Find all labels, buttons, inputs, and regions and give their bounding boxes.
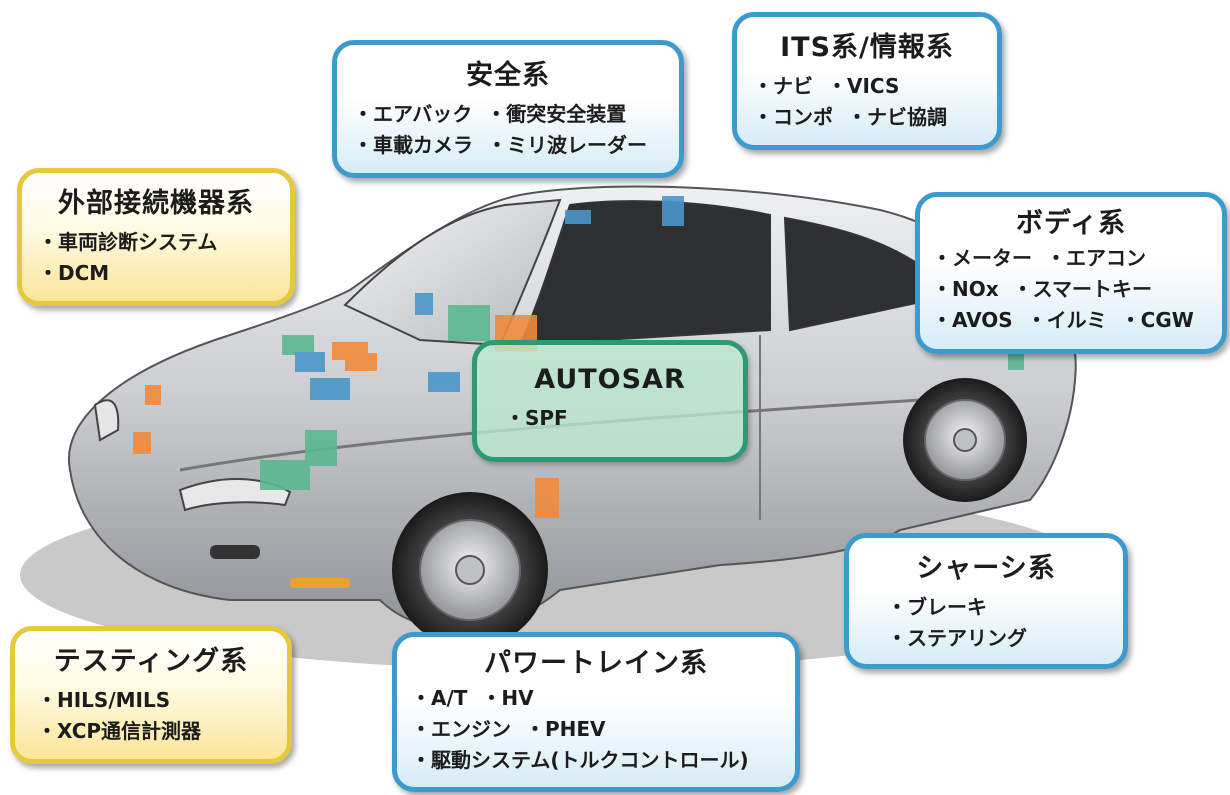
category-items: ・HILS/MILS ・XCP通信計測器	[15, 685, 287, 747]
autosar-line: ・SPF	[505, 403, 743, 434]
category-items: ・ナビ・VICS ・コンポ・ナビ協調	[737, 71, 997, 133]
car-fog-light	[210, 545, 260, 559]
category-title: テスティング系	[53, 646, 249, 677]
autosar-item: ・SPF	[505, 406, 568, 430]
car-front-window	[518, 200, 771, 347]
category-item-line: ・コンポ・ナビ協調	[753, 102, 997, 133]
category-items: ・メーター・エアコン ・NOx ・スマートキー ・AVOS ・イルミ・CGW	[920, 243, 1222, 336]
category-item-line: ・DCM	[38, 258, 290, 289]
category-item: ・XCP通信計測器	[37, 719, 202, 743]
category-box-autosar: AUTOSAR ・SPF	[472, 340, 748, 462]
category-title: 外部接続機器系	[58, 188, 254, 219]
category-item: ・A/T	[411, 686, 468, 710]
category-item: ・HV	[481, 686, 534, 710]
ecu-module	[415, 293, 433, 315]
car-front-light	[93, 399, 120, 442]
category-item: ・ナビ協調	[847, 105, 947, 129]
category-item: ・CGW	[1120, 308, 1194, 332]
category-item-line: ・車両診断システム	[38, 227, 290, 258]
category-item: ・ナビ	[753, 74, 813, 98]
category-item-line: ・駆動システム(トルクコントロール)	[411, 745, 795, 776]
category-box-its: ITS系/情報系 ・ナビ・VICS ・コンポ・ナビ協調	[732, 12, 1002, 150]
category-item: ・車載カメラ	[353, 133, 473, 157]
category-box-powertrain: パワートレイン系 ・A/T ・HV ・エンジン・PHEV ・駆動システム(トルクコ…	[392, 632, 800, 792]
category-item: ・DCM	[38, 261, 110, 285]
category-title: 安全系	[466, 60, 550, 91]
category-title: パワートレイン系	[484, 648, 708, 679]
category-item: ・ミリ波レーダー	[487, 133, 647, 157]
category-item: ・NOx	[932, 277, 999, 301]
ecu-module	[565, 210, 591, 224]
ecu-module	[295, 352, 325, 372]
category-item: ・HILS/MILS	[37, 688, 171, 712]
category-item: ・エンジン	[411, 717, 511, 741]
ecu-module	[145, 385, 161, 405]
car-rear-hub	[953, 428, 977, 452]
category-item-line: ・車載カメラ・ミリ波レーダー	[353, 130, 679, 161]
category-item-line: ・HILS/MILS	[37, 685, 287, 716]
category-item-line: ・ナビ・VICS	[753, 71, 997, 102]
category-title: シャーシ系	[916, 553, 1056, 584]
ecu-module	[133, 432, 151, 454]
category-box-external: 外部接続機器系 ・車両診断システム ・DCM	[17, 168, 295, 306]
category-item: ・車両診断システム	[38, 230, 218, 254]
category-items: ・エアバック・衝突安全装置 ・車載カメラ・ミリ波レーダー	[337, 99, 679, 161]
ecu-module	[282, 335, 314, 355]
category-item-line: ・ブレーキ	[887, 592, 1123, 623]
ecu-module	[662, 196, 684, 226]
ecu-module	[535, 478, 559, 518]
category-item: ・PHEV	[525, 717, 606, 741]
category-items: ・車両診断システム ・DCM	[22, 227, 290, 289]
category-item: ・コンポ	[753, 105, 833, 129]
category-items: ・ブレーキ ・ステアリング	[849, 592, 1123, 654]
category-box-safety: 安全系 ・エアバック・衝突安全装置 ・車載カメラ・ミリ波レーダー	[332, 40, 684, 178]
category-box-body: ボディ系 ・メーター・エアコン ・NOx ・スマートキー ・AVOS ・イルミ・CG…	[915, 192, 1227, 354]
category-item: ・ブレーキ	[887, 595, 987, 619]
category-item: ・VICS	[827, 74, 900, 98]
category-item: ・ステアリング	[887, 626, 1027, 650]
category-item: ・AVOS	[932, 308, 1013, 332]
category-box-testing: テスティング系 ・HILS/MILS ・XCP通信計測器	[10, 626, 292, 764]
category-box-chassis: シャーシ系 ・ブレーキ ・ステアリング	[844, 533, 1128, 669]
car-front-hub	[455, 555, 485, 585]
category-item: ・イルミ	[1026, 308, 1107, 332]
category-item-line: ・AVOS ・イルミ・CGW	[932, 305, 1222, 336]
category-item: ・駆動システム(トルクコントロール)	[411, 748, 749, 772]
car-turn-signal	[290, 578, 350, 588]
category-item-line: ・XCP通信計測器	[37, 716, 287, 747]
ecu-module	[448, 305, 490, 341]
category-title: ITS系/情報系	[780, 32, 954, 63]
category-item-line: ・NOx ・スマートキー	[932, 274, 1222, 305]
ecu-module	[345, 353, 377, 371]
category-item: ・スマートキー	[1012, 277, 1153, 301]
category-item-line: ・A/T ・HV	[411, 683, 795, 714]
category-item: ・エアコン	[1046, 246, 1146, 270]
category-item: ・メーター	[932, 246, 1032, 270]
autosar-items: ・SPF	[477, 403, 743, 434]
category-item: ・衝突安全装置	[486, 102, 627, 126]
category-title: ボディ系	[1015, 208, 1127, 239]
category-item-line: ・メーター・エアコン	[932, 243, 1222, 274]
ecu-module	[310, 378, 350, 400]
ecu-module	[428, 372, 460, 392]
category-item-line: ・エアバック・衝突安全装置	[353, 99, 679, 130]
category-item: ・エアバック	[353, 102, 473, 126]
ecu-module	[1008, 350, 1024, 370]
category-item-line: ・ステアリング	[887, 623, 1123, 654]
ecu-module	[305, 430, 337, 466]
autosar-title: AUTOSAR	[534, 364, 686, 395]
category-item-line: ・エンジン・PHEV	[411, 714, 795, 745]
category-items: ・A/T ・HV ・エンジン・PHEV ・駆動システム(トルクコントロール)	[397, 683, 795, 776]
ecu-module	[260, 460, 310, 490]
